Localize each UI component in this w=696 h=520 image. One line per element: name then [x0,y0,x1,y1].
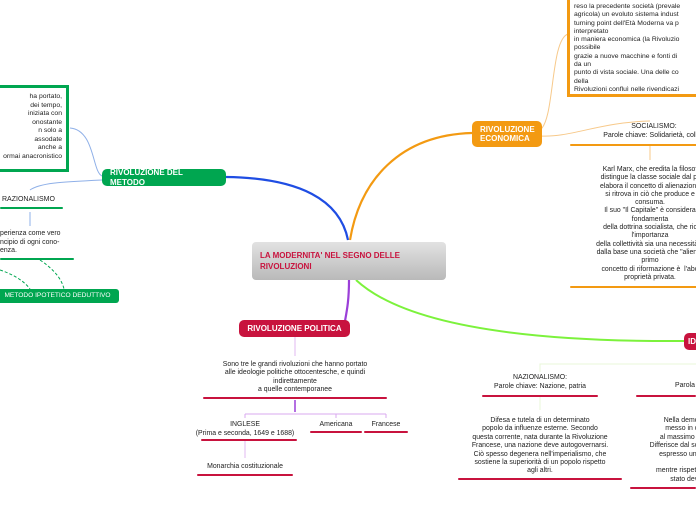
monarchia-label: Monarchia costituzionale [207,463,283,470]
americana-underline [310,431,362,433]
socialismo-underline [570,144,696,146]
socialismo-text-underline [570,286,696,288]
politica-node[interactable]: RIVOLUZIONE POLITICA [239,320,350,337]
economica-intro-text: reso la precedente società (prevale agri… [574,3,681,93]
nazionalismo-title: NAZIONALISMO: Parole chiave: Nazione, pa… [494,374,586,390]
economica-node[interactable]: RIVOLUZIONE ECONOMICA [472,121,542,147]
ideologie-label: ID [688,336,696,346]
connector-metodo-razionalismo [29,179,103,191]
metodo-box-text: ha portato, dei tempo, iniziata con onos… [3,93,62,160]
razionalismo-title: RAZIONALISMO [2,196,55,203]
connector-economica-box [539,33,569,131]
nazionalismo-text: Difesa e tutela di un determinato popolo… [471,417,609,475]
razionalismo-underline [0,207,63,209]
metodo-label: RIVOLUZIONE DEL METODO [110,167,183,187]
connector-metodo-box [69,127,103,177]
americana-label: Americana [319,421,353,428]
ipotetico-node[interactable]: METODO IPOTETICO DEDUTTIVO [0,289,119,303]
metodo-node[interactable]: RIVOLUZIONE DEL METODO [102,167,226,187]
connector-politica [343,279,351,322]
politica-label: RIVOLUZIONE POLITICA [247,323,342,333]
democrazia-text: Nella democ messo in co al massimo le Di… [649,417,696,483]
connector-ideologie-split [539,363,696,372]
politica-text: Sono tre le grandi rivoluzioni che hanno… [222,361,368,394]
connector-economica [348,131,473,241]
connector-politica-branches [244,413,387,418]
democrazia-underline [636,395,696,397]
razionalismo-text: perienza come vero ncipio di ogni cono- … [0,230,61,255]
central-topic-title: LA MODERNITA' NEL SEGNO DELLE RIVOLUZION… [260,251,400,271]
connector-ipotetico-b [0,269,31,290]
politica-text-underline [203,397,387,399]
inglese-label: INGLESE (Prima e seconda, 1649 e 1688) [195,421,295,437]
socialismo-title: SOCIALISMO: Parole chiave: Solidarietà, … [603,123,696,139]
metodo-box: ha portato, dei tempo, iniziata con onos… [0,85,69,172]
razionalismo-text-underline [0,258,74,260]
socialismo-text: Karl Marx, che eredita la filosof distin… [596,166,696,281]
ideologie-node[interactable]: ID [684,333,696,350]
monarchia-underline [197,474,293,476]
connector-metodo [225,175,350,241]
economica-label: RIVOLUZIONE ECONOMICA [480,125,535,143]
francese-underline [364,431,408,433]
connector-ideologie [355,279,687,343]
economica-intro-box: reso la precedente società (prevale agri… [567,0,696,97]
nazionalismo-text-underline [458,478,622,480]
nazionalismo-underline [482,395,598,397]
ipotetico-label: METODO IPOTETICO DEDUTTIVO [4,292,111,299]
inglese-underline [201,439,297,441]
democrazia-title: Parola [675,382,695,389]
central-topic[interactable]: LA MODERNITA' NEL SEGNO DELLE RIVOLUZION… [252,242,446,280]
connector-ipotetico-a [39,259,65,290]
connector-economica-socialismo [539,120,651,137]
francese-label: Francese [371,421,401,428]
democrazia-text-underline [630,487,696,489]
